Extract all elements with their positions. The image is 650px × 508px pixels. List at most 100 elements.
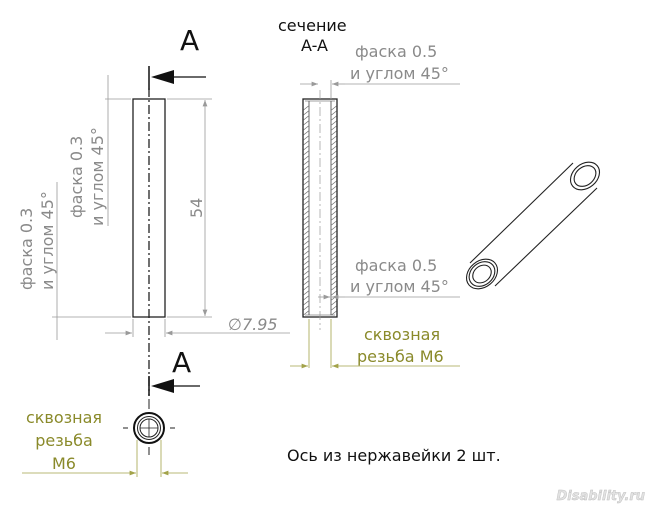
- hatch-line: [331, 140, 337, 146]
- hatch-line: [331, 125, 337, 131]
- section-arrow-top: [148, 66, 206, 90]
- hatch-line: [331, 245, 337, 251]
- hatch-line: [331, 255, 337, 261]
- hatch-line: [303, 170, 309, 176]
- hatch-line: [303, 280, 309, 286]
- hatch-line: [331, 170, 337, 176]
- hatch-line: [331, 150, 337, 156]
- svg-text:фаска 0.5: фаска 0.5: [355, 256, 437, 275]
- svg-text:фаска 0.3: фаска 0.3: [17, 208, 36, 290]
- hatch-line: [331, 105, 337, 111]
- section-title: сечение: [278, 16, 347, 35]
- hatch-line: [331, 145, 337, 151]
- length-dimension: 54: [167, 98, 212, 318]
- hatch-line: [303, 300, 309, 306]
- hatch-line: [303, 180, 309, 186]
- hatch-line: [303, 115, 309, 121]
- hatch-line: [303, 245, 309, 251]
- hatch-line: [331, 130, 337, 136]
- section-title-label: A-A: [301, 36, 328, 55]
- chamfer-note-section-top: фаска 0.5 и углом 45°: [300, 42, 460, 99]
- svg-text:и углом 45°: и углом 45°: [88, 127, 107, 226]
- hatch-line: [331, 305, 337, 311]
- hatch-line: [331, 115, 337, 121]
- hatch-line: [303, 265, 309, 271]
- hatch-line: [331, 275, 337, 281]
- hatch-line: [303, 235, 309, 241]
- hatch-line: [331, 200, 337, 206]
- isometric-tube: [465, 161, 601, 290]
- hatch-line: [331, 215, 337, 221]
- hatch-line: [331, 180, 337, 186]
- rod-front-view: [132, 88, 166, 395]
- hatch-line: [331, 160, 337, 166]
- hatch-line: [303, 215, 309, 221]
- svg-text:М6: М6: [52, 454, 76, 473]
- hatch-line: [331, 155, 337, 161]
- length-value: 54: [187, 198, 206, 218]
- hatch-line: [303, 195, 309, 201]
- hatch-line: [331, 135, 337, 141]
- svg-text:фаска 0.3: фаска 0.3: [67, 136, 86, 218]
- hatch-line: [331, 110, 337, 116]
- hatch-line: [303, 255, 309, 261]
- hatch-line: [303, 290, 309, 296]
- hatch-line: [303, 240, 309, 246]
- hatch-line: [303, 145, 309, 151]
- hatch-line: [303, 185, 309, 191]
- thread-note-section: сквозная резьба М6: [290, 319, 460, 369]
- hatch-line: [331, 205, 337, 211]
- drawing-caption: Ось из нержавейки 2 шт.: [287, 446, 501, 465]
- hatch-line: [303, 150, 309, 156]
- section-view: [302, 90, 338, 330]
- svg-text:сквозная: сквозная: [26, 408, 102, 427]
- hatch-line: [303, 260, 309, 266]
- section-marker-bottom: A: [172, 346, 191, 379]
- hatch-line: [303, 190, 309, 196]
- hatch-line: [303, 175, 309, 181]
- hatch-line: [303, 120, 309, 126]
- hatch-line: [303, 250, 309, 256]
- hatch-line: [303, 125, 309, 131]
- hatch-line: [303, 270, 309, 276]
- hatch-line: [331, 220, 337, 226]
- hatch-line: [331, 195, 337, 201]
- hatch-line: [303, 220, 309, 226]
- hatch-line: [331, 285, 337, 291]
- svg-text:сквозная: сквозная: [364, 325, 440, 344]
- chamfer-note-left-inner: фаска 0.3 и углом 45°: [67, 75, 131, 226]
- hatch-line: [331, 240, 337, 246]
- hatch-line: [303, 160, 309, 166]
- hatch-line: [331, 300, 337, 306]
- section-arrow-bottom: [148, 376, 200, 396]
- hatch-line: [331, 190, 337, 196]
- svg-text:резьба: резьба: [35, 431, 93, 450]
- hatch-line: [331, 185, 337, 191]
- diameter-value: ∅7.95: [228, 315, 278, 334]
- hatch-line: [303, 210, 309, 216]
- chamfer-note-left-outer: фаска 0.3 и углом 45°: [17, 182, 131, 340]
- chamfer-note-section-bottom: фаска 0.5 и углом 45°: [318, 256, 460, 300]
- hatch-line: [303, 135, 309, 141]
- svg-text:фаска 0.5: фаска 0.5: [355, 42, 437, 61]
- hatch-line: [331, 225, 337, 231]
- hatch-line: [303, 105, 309, 111]
- svg-text:и углом 45°: и углом 45°: [38, 191, 57, 290]
- hatch-line: [303, 155, 309, 161]
- watermark-logo: Disability.ru: [556, 489, 645, 504]
- hatch-line: [303, 310, 309, 316]
- hatch-line: [331, 175, 337, 181]
- hatch-line: [303, 140, 309, 146]
- hatch-line: [303, 225, 309, 231]
- section-marker-top: A: [180, 24, 199, 57]
- hatch-line: [331, 260, 337, 266]
- hatch-line: [331, 280, 337, 286]
- hatch-line: [331, 165, 337, 171]
- hatch-line: [303, 305, 309, 311]
- hatch-line: [303, 200, 309, 206]
- hatch-line: [303, 295, 309, 301]
- svg-text:и углом 45°: и углом 45°: [350, 64, 449, 83]
- hatch-line: [331, 235, 337, 241]
- hatch-line: [303, 165, 309, 171]
